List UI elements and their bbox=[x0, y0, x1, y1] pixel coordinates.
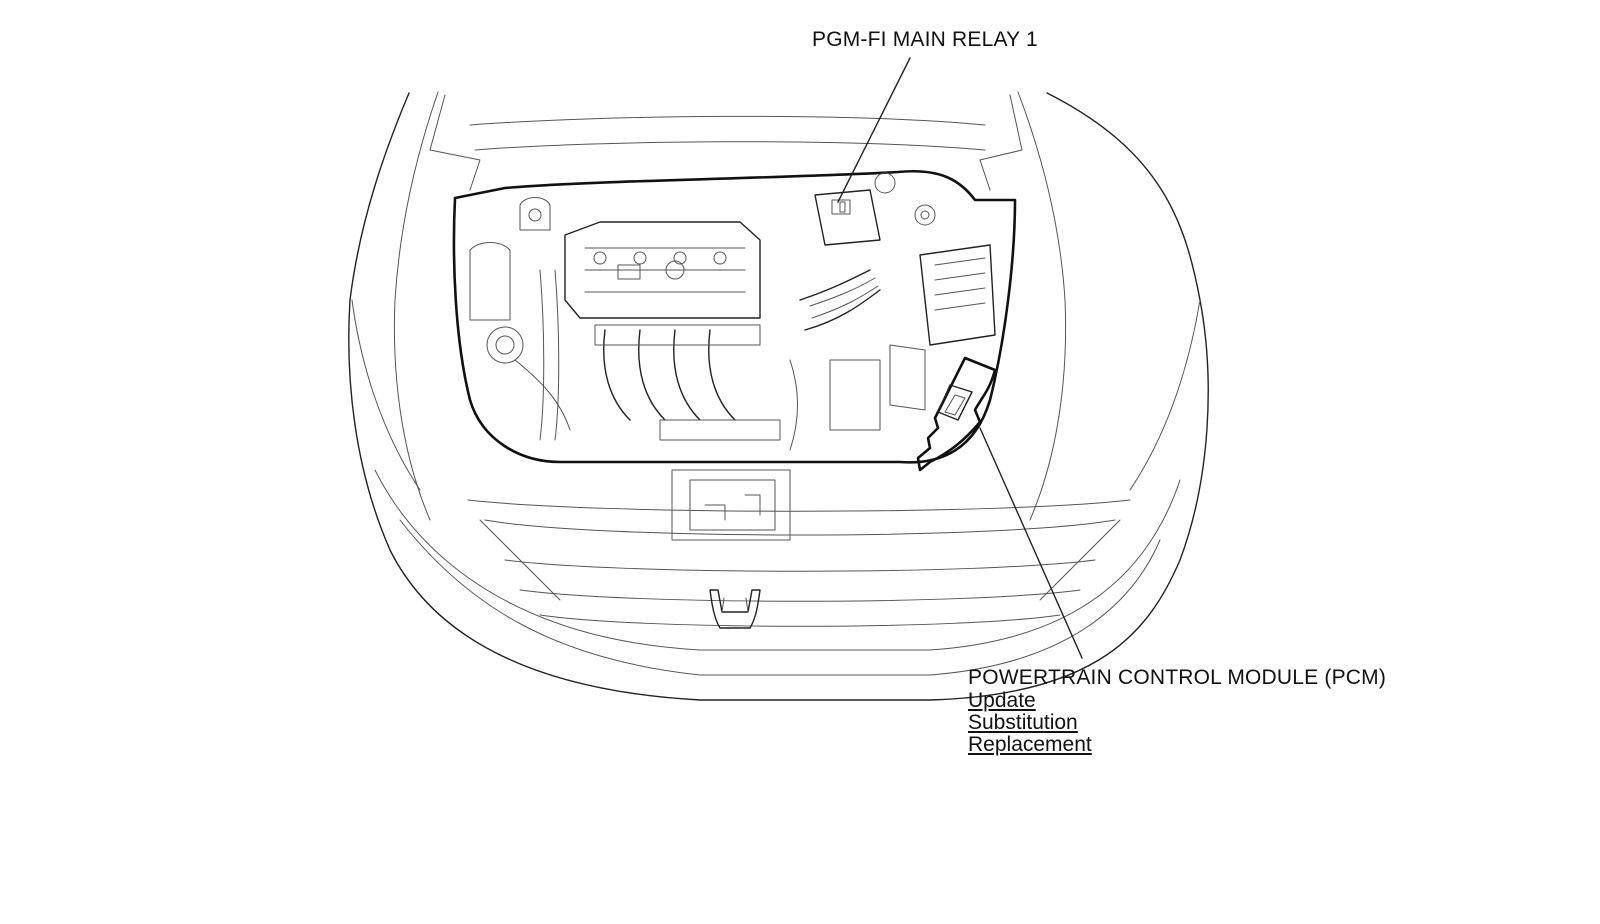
relay-callout-label: PGM-FI MAIN RELAY 1 bbox=[812, 28, 1038, 51]
relay-leader-line bbox=[837, 57, 911, 203]
pcm-module bbox=[916, 356, 997, 472]
engine-bay-opening bbox=[452, 169, 1017, 464]
pcm-replacement-link[interactable]: Replacement bbox=[968, 733, 1092, 756]
pcm-procedure-links: Update Substitution Replacement bbox=[968, 690, 1092, 756]
pcm-link-item: Substitution bbox=[968, 712, 1092, 734]
pcm-callout-label: POWERTRAIN CONTROL MODULE (PCM) bbox=[968, 666, 1387, 689]
pcm-link-item: Update bbox=[968, 690, 1092, 712]
honda-emblem-icon bbox=[709, 589, 761, 629]
pcm-link-item: Replacement bbox=[968, 734, 1092, 756]
front-grille bbox=[467, 469, 1131, 627]
pcm-leader-line bbox=[979, 427, 1083, 659]
pcm-update-link[interactable]: Update bbox=[968, 689, 1036, 712]
pcm-substitution-link[interactable]: Substitution bbox=[968, 711, 1078, 734]
engine-components bbox=[469, 172, 996, 451]
cowl-lines bbox=[429, 94, 1023, 191]
car-body-outline bbox=[348, 91, 1209, 701]
